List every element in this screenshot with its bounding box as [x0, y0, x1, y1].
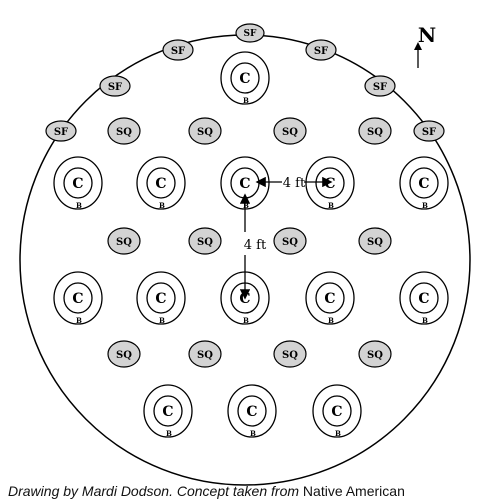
- corn-label: C: [155, 291, 166, 307]
- sunflower-label: SF: [54, 127, 68, 138]
- corn-mound: CB: [136, 271, 186, 325]
- bean-label: B: [243, 201, 249, 210]
- corn-mound: CB: [227, 384, 277, 438]
- corn-label: C: [239, 71, 250, 87]
- squash-mound: SQ: [188, 227, 222, 255]
- bean-label: B: [243, 316, 249, 325]
- corn-label: C: [239, 176, 250, 192]
- squash-group: SQ SQ SQ SQ SQ SQ SQ SQ SQ SQ SQ SQ: [107, 117, 392, 368]
- bean-label: B: [76, 316, 82, 325]
- corn-mound: CB: [305, 271, 355, 325]
- squash-label: SQ: [367, 350, 383, 361]
- sunflower-label: SF: [108, 82, 122, 93]
- corn-label: C: [324, 291, 335, 307]
- corn-label: C: [418, 291, 429, 307]
- corn-mound: CB: [305, 156, 355, 210]
- north-label: N: [418, 23, 436, 47]
- corn-label: C: [155, 176, 166, 192]
- squash-label: SQ: [116, 350, 132, 361]
- bean-label: B: [422, 316, 428, 325]
- corn-label: C: [331, 404, 342, 420]
- sunflower-mound: SF: [413, 120, 445, 142]
- squash-label: SQ: [367, 237, 383, 248]
- bean-label: B: [328, 316, 334, 325]
- corn-label: C: [162, 404, 173, 420]
- corn-label: C: [324, 176, 335, 192]
- squash-mound: SQ: [107, 227, 141, 255]
- sunflower-label: SF: [244, 29, 257, 39]
- bean-label: B: [335, 429, 341, 438]
- squash-label: SQ: [282, 237, 298, 248]
- sunflower-mound: SF: [162, 39, 194, 61]
- sunflower-label: SF: [373, 82, 387, 93]
- corn-mound: CB: [399, 156, 449, 210]
- corn-mound: CB: [143, 384, 193, 438]
- corn-mound: CB: [136, 156, 186, 210]
- horizontal-spacing-label: 4 ft: [283, 176, 306, 191]
- spacing-arrow-vertical: 4 ft: [239, 193, 267, 300]
- caption-source: Native American: [299, 483, 405, 499]
- sunflower-group: SF SF SF SF SF SF SF: [45, 23, 445, 142]
- squash-label: SQ: [197, 127, 213, 138]
- squash-mound: SQ: [358, 117, 392, 145]
- north-arrow: N: [414, 23, 436, 68]
- sunflower-label: SF: [314, 46, 328, 57]
- sunflower-label: SF: [171, 46, 185, 57]
- bean-label: B: [159, 201, 165, 210]
- squash-label: SQ: [197, 237, 213, 248]
- bean-label: B: [250, 429, 256, 438]
- squash-label: SQ: [282, 350, 298, 361]
- corn-mound: CB: [312, 384, 362, 438]
- bean-label: B: [76, 201, 82, 210]
- bean-label: B: [422, 201, 428, 210]
- corn-label: C: [246, 404, 257, 420]
- squash-mound: SQ: [107, 340, 141, 368]
- squash-mound: SQ: [273, 340, 307, 368]
- squash-mound: SQ: [273, 227, 307, 255]
- squash-mound: SQ: [358, 340, 392, 368]
- bean-label: B: [166, 429, 172, 438]
- sunflower-mound: SF: [235, 23, 265, 43]
- corn-label: C: [72, 176, 83, 192]
- sunflower-mound: SF: [305, 39, 337, 61]
- corn-mound: CB: [53, 271, 103, 325]
- vertical-spacing-label: 4 ft: [244, 238, 267, 253]
- caption-credit: Drawing by Mardi Dodson. Concept taken f…: [8, 483, 300, 499]
- squash-mound: SQ: [273, 117, 307, 145]
- sunflower-mound: SF: [364, 75, 396, 97]
- squash-label: SQ: [282, 127, 298, 138]
- corn-label: C: [418, 176, 429, 192]
- corn-mound: CB: [220, 51, 270, 105]
- caption: Drawing by Mardi Dodson. Concept taken f…: [0, 482, 500, 500]
- corn-mound: CB: [53, 156, 103, 210]
- squash-mound: SQ: [358, 227, 392, 255]
- bean-label: B: [243, 96, 249, 105]
- corn-mound: CB: [399, 271, 449, 325]
- bean-label: B: [328, 201, 334, 210]
- squash-mound: SQ: [188, 340, 222, 368]
- sunflower-mound: SF: [99, 75, 131, 97]
- squash-label: SQ: [116, 127, 132, 138]
- sunflower-mound: SF: [45, 120, 77, 142]
- squash-label: SQ: [367, 127, 383, 138]
- squash-mound: SQ: [188, 117, 222, 145]
- corn-label: C: [72, 291, 83, 307]
- squash-label: SQ: [116, 237, 132, 248]
- squash-mound: SQ: [107, 117, 141, 145]
- spacing-arrow-horizontal: 4 ft: [255, 176, 333, 191]
- squash-label: SQ: [197, 350, 213, 361]
- bean-label: B: [159, 316, 165, 325]
- sunflower-label: SF: [422, 127, 436, 138]
